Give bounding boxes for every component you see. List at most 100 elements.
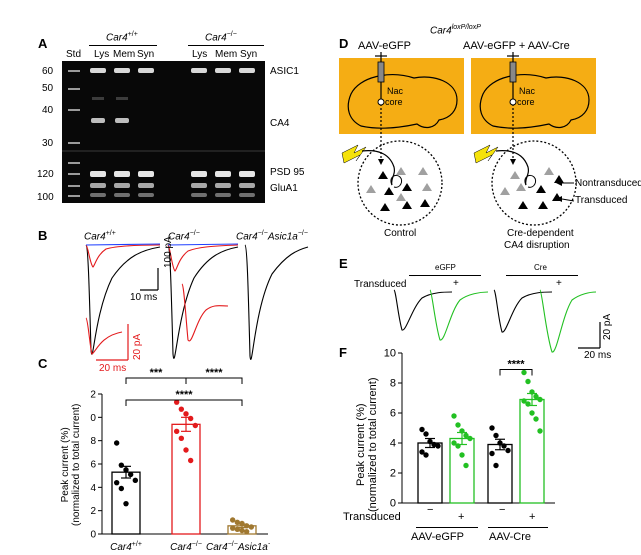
group-line-ko bbox=[188, 45, 264, 46]
sig-label-0: *** bbox=[150, 367, 164, 379]
genotype-ko-label: Car4−/− bbox=[205, 31, 237, 44]
data-point-2 bbox=[505, 447, 511, 454]
data-point-0 bbox=[423, 431, 429, 437]
panel-c-ylabel: Peak current (%) (normalized to total cu… bbox=[60, 403, 82, 526]
transduced-row-label-f: Transduced bbox=[343, 511, 401, 523]
data-point-2 bbox=[229, 517, 236, 523]
bar-1 bbox=[449, 437, 475, 504]
data-point-0 bbox=[419, 449, 425, 455]
data-point-0 bbox=[132, 477, 139, 484]
left-virus-label: AAV-eGFP bbox=[358, 40, 411, 52]
sig-bracket-2 bbox=[125, 399, 243, 406]
data-point-2 bbox=[239, 520, 245, 527]
scale-red-y: 20 pA bbox=[132, 333, 143, 360]
lane-label-lys-wt: Lys bbox=[94, 49, 110, 60]
data-point-1 bbox=[173, 428, 180, 435]
group-cre: Cre bbox=[534, 263, 547, 272]
data-point-2 bbox=[234, 519, 241, 526]
data-point-0 bbox=[419, 426, 425, 433]
category-label-2: Car4−/−Asic1a−/− bbox=[206, 541, 270, 553]
trace-title-wt: Car4+/+ bbox=[84, 230, 116, 243]
scale-black-y: 100 pA bbox=[163, 236, 174, 268]
data-point-1 bbox=[459, 428, 465, 434]
sig-label-f: **** bbox=[507, 359, 525, 371]
panel-d-label: D bbox=[339, 36, 349, 51]
data-point-1 bbox=[455, 443, 461, 449]
left-brain-box bbox=[339, 58, 464, 134]
band-psd95: PSD 95 bbox=[270, 167, 305, 178]
data-point-3 bbox=[533, 393, 539, 400]
y-tick-label: 6 bbox=[90, 460, 96, 471]
group-label-aav-egfp: AAV-eGFP bbox=[411, 531, 464, 543]
transduced-row-label-e: Transduced bbox=[354, 279, 407, 290]
sig-label-1: **** bbox=[205, 367, 223, 379]
y-tick-label: 8 bbox=[90, 436, 96, 447]
nac-label-right: Nac bbox=[519, 86, 536, 96]
left-caption: Control bbox=[384, 228, 417, 239]
band-asic1: ASIC1 bbox=[270, 66, 299, 77]
mw-100: 100 bbox=[37, 192, 54, 203]
scale-e-x: 20 ms bbox=[584, 350, 612, 361]
data-point-1 bbox=[459, 452, 465, 458]
lane-label-lys-ko: Lys bbox=[192, 49, 208, 60]
data-point-2 bbox=[489, 450, 495, 457]
data-point-0 bbox=[113, 479, 120, 486]
group-egfp: eGFP bbox=[435, 263, 456, 272]
panel-e-label: E bbox=[339, 256, 348, 271]
sign-f-1: − bbox=[427, 504, 434, 516]
mw-40: 40 bbox=[42, 105, 54, 116]
data-point-3 bbox=[537, 428, 543, 434]
data-point-3 bbox=[529, 410, 535, 416]
lane-label-syn-ko: Syn bbox=[240, 49, 258, 60]
y-tick-label: 8 bbox=[390, 378, 396, 390]
scale-black-x: 10 ms bbox=[130, 292, 158, 303]
sign-f-4: + bbox=[529, 511, 536, 523]
data-point-2 bbox=[239, 527, 245, 534]
bar-1 bbox=[171, 423, 201, 535]
y-tick-label: 0 bbox=[390, 498, 396, 510]
y-tick-label: 10 bbox=[384, 348, 396, 360]
data-point-2 bbox=[243, 528, 250, 535]
data-point-3 bbox=[533, 416, 539, 422]
y-tick-label: 2 bbox=[90, 506, 96, 517]
scale-e-y: 20 pA bbox=[602, 313, 613, 340]
data-point-3 bbox=[529, 389, 535, 395]
data-point-1 bbox=[178, 435, 185, 442]
data-point-0 bbox=[118, 485, 125, 492]
trace-title-car4ko: Car4−/− bbox=[168, 230, 200, 243]
sign-e-1: − bbox=[410, 271, 416, 282]
right-slice-schematic bbox=[473, 140, 577, 226]
category-label-1: Car4−/− bbox=[170, 541, 202, 553]
data-point-0 bbox=[427, 438, 433, 445]
sig-bracket-1 bbox=[185, 377, 243, 384]
group-line-cre bbox=[506, 275, 578, 276]
data-point-1 bbox=[192, 422, 199, 429]
left-slice-schematic bbox=[341, 140, 443, 226]
panel-c-label: C bbox=[38, 356, 48, 371]
genotype-wt-label: Car4+/+ bbox=[106, 31, 138, 44]
data-point-1 bbox=[463, 462, 469, 469]
y-tick-label: 4 bbox=[90, 483, 96, 494]
nac-label-left: Nac bbox=[387, 86, 404, 96]
panel-c-chart: 024681012***********Car4+/+Car4−/−Car4−/… bbox=[90, 367, 270, 553]
data-point-2 bbox=[229, 525, 236, 531]
legend-transduced: Transduced bbox=[575, 195, 628, 206]
group-line-aav-cre bbox=[488, 527, 548, 528]
y-tick-label: 12 bbox=[90, 390, 96, 401]
data-point-0 bbox=[118, 462, 125, 468]
sig-label-2: **** bbox=[175, 389, 193, 401]
trace-title-dko: Car4−/−Asic1a−/− bbox=[236, 230, 308, 243]
panel-f-label: F bbox=[339, 345, 347, 360]
data-point-0 bbox=[127, 471, 134, 478]
panel-a-label: A bbox=[38, 36, 48, 51]
y-tick-label: 6 bbox=[390, 408, 396, 420]
data-point-2 bbox=[243, 523, 250, 529]
legend-nontransduced: Nontransduced bbox=[575, 178, 641, 189]
data-point-1 bbox=[187, 415, 194, 422]
sign-f-3: − bbox=[499, 504, 506, 516]
data-point-1 bbox=[187, 457, 194, 464]
panel-d-title: Car4loxP/loxP bbox=[430, 24, 481, 37]
data-point-2 bbox=[248, 524, 255, 530]
data-point-2 bbox=[489, 425, 495, 431]
lane-label-mem-ko: Mem bbox=[215, 49, 238, 60]
